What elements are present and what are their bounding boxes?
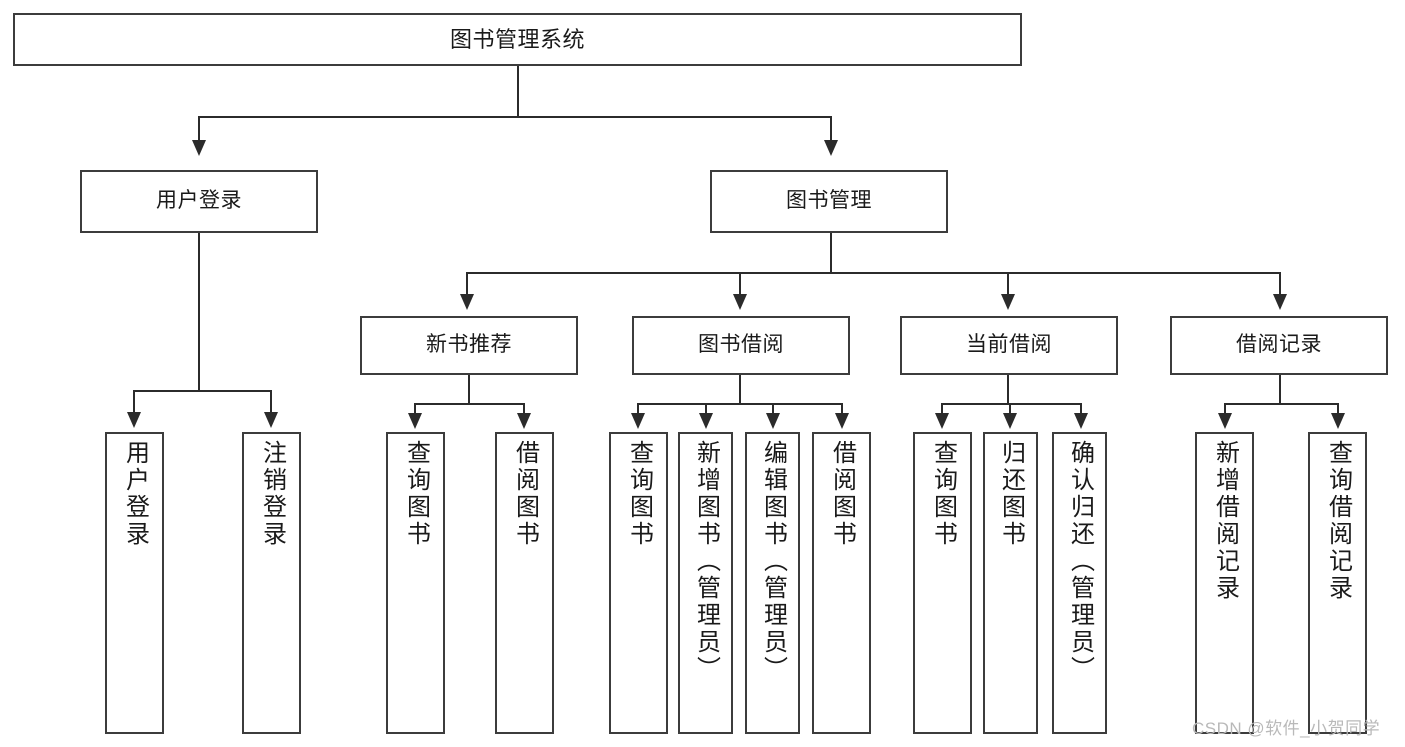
connector-current-borrow-stem — [1007, 375, 1009, 403]
arrow-to-new-book-rec — [460, 294, 474, 310]
node-label: 查询图书 — [929, 440, 957, 548]
node-label: 当前借阅 — [966, 333, 1052, 357]
connector-book-manage-stem — [830, 233, 832, 272]
node-label: 用户登录 — [121, 440, 149, 548]
arrow-to-leaf-edit-book — [766, 413, 780, 429]
node-user-login[interactable]: 用户登录 — [80, 170, 318, 233]
arrow-to-leaf-query-book-3 — [935, 413, 949, 429]
connector-book-borrow-drop-3 — [772, 403, 774, 415]
leaf-return-book[interactable]: 归还图书 — [983, 432, 1038, 734]
arrow-to-leaf-query-book-1 — [408, 413, 422, 429]
arrow-to-current-borrow — [1001, 294, 1015, 310]
arrow-to-leaf-query-book-2 — [631, 413, 645, 429]
arrow-root-to-book-manage — [824, 140, 838, 156]
leaf-add-book[interactable]: 新增图书（管理员） — [678, 432, 733, 734]
node-label: 图书借阅 — [698, 333, 784, 357]
node-borrow-record[interactable]: 借阅记录 — [1170, 316, 1388, 375]
arrow-to-leaf-logout — [264, 412, 278, 428]
node-label: 借阅图书 — [511, 440, 539, 548]
arrow-to-book-borrow — [733, 294, 747, 310]
node-label: 新增图书（管理员） — [692, 440, 720, 683]
leaf-user-login[interactable]: 用户登录 — [105, 432, 164, 734]
connector-book-borrow-stem — [739, 375, 741, 403]
arrow-to-leaf-confirm-return — [1074, 413, 1088, 429]
leaf-query-book-3[interactable]: 查询图书 — [913, 432, 972, 734]
connector-current-borrow-drop-3 — [1080, 403, 1082, 415]
node-label: 图书管理 — [786, 189, 872, 213]
node-root-system[interactable]: 图书管理系统 — [13, 13, 1022, 66]
connector-book-borrow-bus — [637, 403, 842, 405]
leaf-borrow-book-2[interactable]: 借阅图书 — [812, 432, 871, 734]
node-label: 查询借阅记录 — [1324, 440, 1352, 602]
leaf-query-book-1[interactable]: 查询图书 — [386, 432, 445, 734]
connector-new-book-rec-bus — [414, 403, 524, 405]
connector-current-borrow-bus — [941, 403, 1081, 405]
arrow-to-leaf-add-record — [1218, 413, 1232, 429]
node-label: 新增借阅记录 — [1211, 440, 1239, 602]
node-label: 编辑图书（管理员） — [759, 440, 787, 683]
connector-book-borrow-drop-2 — [705, 403, 707, 415]
node-label: 确认归还（管理员） — [1066, 440, 1094, 683]
connector-book-manage-bus — [466, 272, 1281, 274]
node-book-manage[interactable]: 图书管理 — [710, 170, 948, 233]
connector-user-login-bus — [133, 390, 271, 392]
connector-book-manage-drop-3 — [1007, 272, 1009, 296]
node-label: 归还图书 — [997, 440, 1025, 548]
node-book-borrow[interactable]: 图书借阅 — [632, 316, 850, 375]
connector-user-login-drop-1 — [133, 390, 135, 414]
connector-new-book-rec-drop-2 — [523, 403, 525, 415]
connector-root-to-book-manage — [830, 116, 832, 142]
node-label: 查询图书 — [625, 440, 653, 548]
connector-user-login-drop-2 — [270, 390, 272, 414]
node-label: 查询图书 — [402, 440, 430, 548]
arrow-to-leaf-add-book — [699, 413, 713, 429]
connector-user-login-stem — [198, 233, 200, 390]
node-label: 用户登录 — [156, 189, 242, 213]
connector-new-book-rec-stem — [468, 375, 470, 403]
node-label: 借阅记录 — [1236, 333, 1322, 357]
connector-root-bus — [198, 116, 832, 118]
arrow-to-leaf-return-book — [1003, 413, 1017, 429]
node-current-borrow[interactable]: 当前借阅 — [900, 316, 1118, 375]
arrow-to-borrow-record — [1273, 294, 1287, 310]
connector-borrow-record-bus — [1224, 403, 1338, 405]
arrow-to-leaf-query-record — [1331, 413, 1345, 429]
connector-book-manage-drop-1 — [466, 272, 468, 296]
connector-borrow-record-stem — [1279, 375, 1281, 403]
connector-borrow-record-drop-1 — [1224, 403, 1226, 415]
node-new-book-rec[interactable]: 新书推荐 — [360, 316, 578, 375]
leaf-logout[interactable]: 注销登录 — [242, 432, 301, 734]
leaf-confirm-return[interactable]: 确认归还（管理员） — [1052, 432, 1107, 734]
connector-borrow-record-drop-2 — [1337, 403, 1339, 415]
connector-current-borrow-drop-1 — [941, 403, 943, 415]
connector-book-borrow-drop-1 — [637, 403, 639, 415]
node-label: 新书推荐 — [426, 333, 512, 357]
connector-current-borrow-drop-2 — [1009, 403, 1011, 415]
leaf-query-record[interactable]: 查询借阅记录 — [1308, 432, 1367, 734]
leaf-add-record[interactable]: 新增借阅记录 — [1195, 432, 1254, 734]
connector-book-manage-drop-2 — [739, 272, 741, 296]
node-label: 借阅图书 — [828, 440, 856, 548]
connector-book-manage-drop-4 — [1279, 272, 1281, 296]
leaf-borrow-book-1[interactable]: 借阅图书 — [495, 432, 554, 734]
connector-root-stem — [517, 66, 519, 116]
arrow-root-to-user-login — [192, 140, 206, 156]
leaf-query-book-2[interactable]: 查询图书 — [609, 432, 668, 734]
connector-book-borrow-drop-4 — [841, 403, 843, 415]
arrow-to-leaf-user-login — [127, 412, 141, 428]
node-label: 注销登录 — [258, 440, 286, 548]
arrow-to-leaf-borrow-book-1 — [517, 413, 531, 429]
leaf-edit-book[interactable]: 编辑图书（管理员） — [745, 432, 800, 734]
connector-new-book-rec-drop-1 — [414, 403, 416, 415]
arrow-to-leaf-borrow-book-2 — [835, 413, 849, 429]
node-label: 图书管理系统 — [449, 26, 585, 52]
connector-root-to-user-login — [198, 116, 200, 142]
